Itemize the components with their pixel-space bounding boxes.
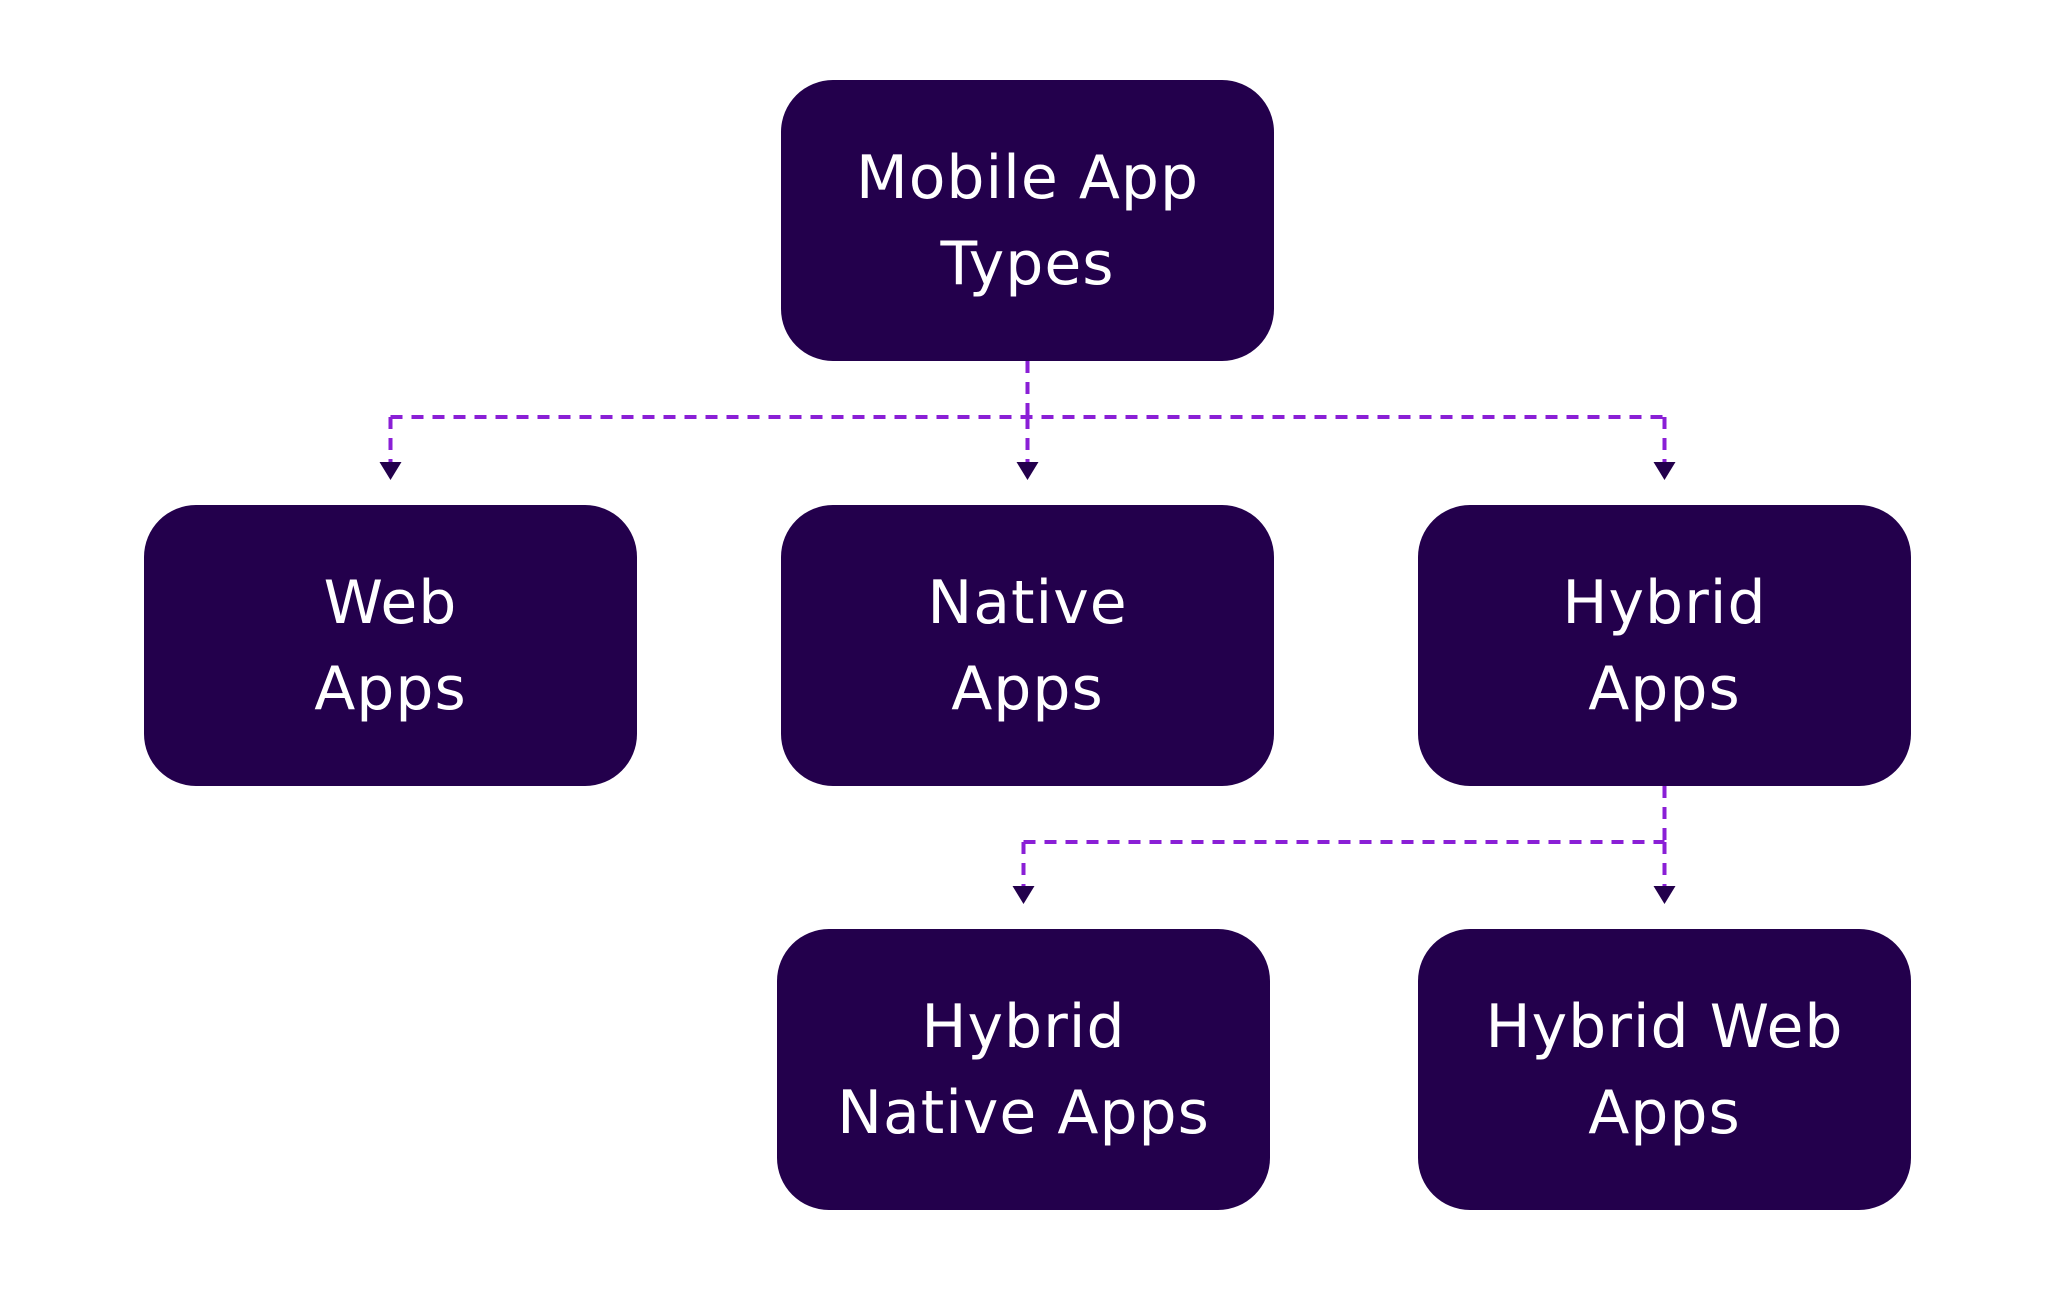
node-hybrid-native-apps: Hybrid Native Apps bbox=[777, 929, 1270, 1210]
node-native-apps: Native Apps bbox=[781, 505, 1274, 786]
node-hybrid-web-apps: Hybrid Web Apps bbox=[1418, 929, 1911, 1210]
node-hybrid-web-apps-label: Hybrid Web Apps bbox=[1485, 991, 1844, 1148]
node-web-apps-label: Web Apps bbox=[314, 567, 467, 724]
arrowhead-root-to-hybrid bbox=[1653, 462, 1676, 480]
arrowhead-root-to-native bbox=[1016, 462, 1039, 480]
node-hybrid-apps: Hybrid Apps bbox=[1418, 505, 1911, 786]
node-web-apps: Web Apps bbox=[144, 505, 637, 786]
node-hybrid-native-apps-label: Hybrid Native Apps bbox=[837, 991, 1210, 1148]
node-hybrid-apps-label: Hybrid Apps bbox=[1562, 567, 1767, 724]
node-mobile-app-types: Mobile App Types bbox=[781, 80, 1274, 361]
arrowhead-hybrid-to-hybrid_web bbox=[1653, 886, 1676, 904]
node-mobile-app-types-label: Mobile App Types bbox=[855, 142, 1200, 299]
arrowhead-root-to-web bbox=[379, 462, 402, 480]
arrowhead-hybrid-to-hybrid_native bbox=[1012, 886, 1035, 904]
node-native-apps-label: Native Apps bbox=[927, 567, 1128, 724]
